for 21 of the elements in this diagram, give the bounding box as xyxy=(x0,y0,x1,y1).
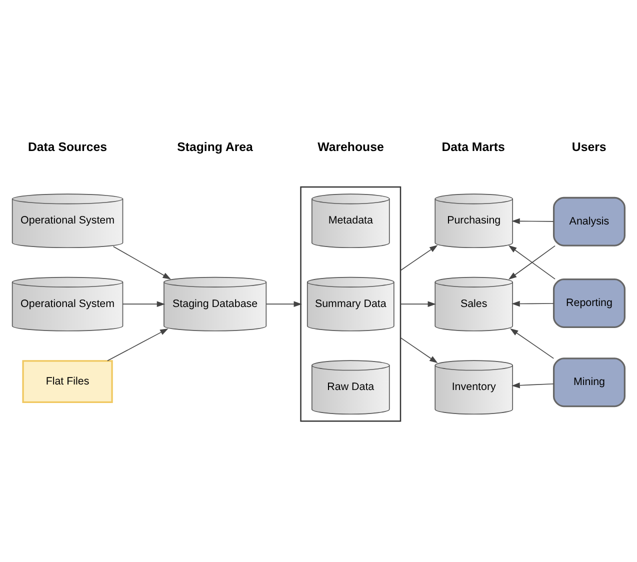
arrow xyxy=(400,301,436,307)
arrow xyxy=(512,218,554,224)
arrow xyxy=(107,328,168,362)
node-box: Mining xyxy=(552,358,626,408)
label: Data Marts xyxy=(442,140,505,154)
arrow xyxy=(512,382,554,388)
node-box: Flat Files xyxy=(22,360,113,403)
node-box: Reporting xyxy=(552,278,626,328)
label: Staging Area xyxy=(177,140,253,154)
cluster xyxy=(300,186,402,422)
label: Data Sources xyxy=(28,140,107,154)
label: Warehouse xyxy=(318,140,384,154)
arrow xyxy=(512,300,554,307)
node-box: Analysis xyxy=(552,196,626,246)
arrow xyxy=(400,337,438,364)
arrow xyxy=(122,301,166,307)
arrow xyxy=(400,244,438,271)
arrow xyxy=(266,301,302,307)
arrow xyxy=(510,328,554,359)
arrow xyxy=(112,246,172,280)
label: Users xyxy=(572,140,606,154)
